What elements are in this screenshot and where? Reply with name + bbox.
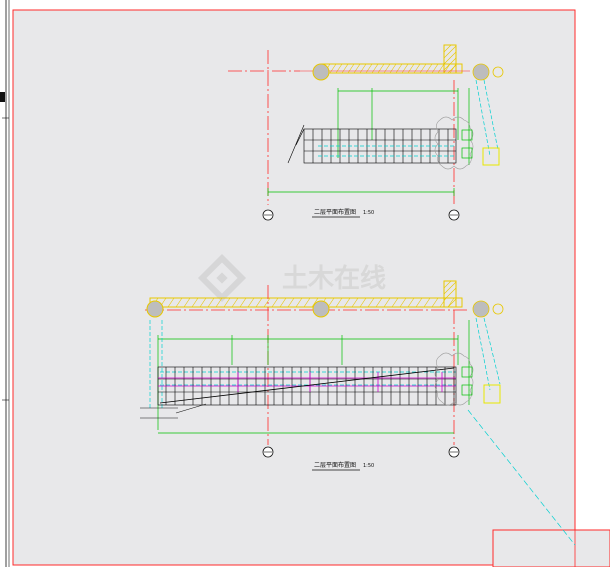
drawing-border xyxy=(12,9,576,566)
leader-line xyxy=(175,403,207,414)
cyan-guides xyxy=(318,79,499,157)
column-circle xyxy=(146,300,164,318)
brace-lines xyxy=(158,372,456,392)
left-tick xyxy=(0,92,5,102)
watermark: 土木在线 xyxy=(197,253,386,303)
wall-hatch-pattern-v xyxy=(443,280,457,308)
title-block xyxy=(492,529,610,567)
revision-cloud xyxy=(434,352,474,406)
column-circle xyxy=(312,300,330,318)
plan-top-title: 二层平面布置图 xyxy=(314,208,356,216)
axis-bubble-icon xyxy=(492,303,504,315)
cyan-diagonal xyxy=(467,409,576,546)
marker-box-small xyxy=(461,147,473,159)
plan-top: 二层平面布置图 1:50 xyxy=(228,44,504,221)
plan-bottom: 二层平面布置图 1:50 xyxy=(140,280,504,471)
wall-hatch-pattern-v xyxy=(443,44,457,74)
marker-box xyxy=(482,147,500,166)
plan-top-scale: 1:50 xyxy=(363,210,374,216)
wall-hatch-vertical xyxy=(443,44,457,74)
slope-beam xyxy=(159,367,455,404)
column-circle xyxy=(312,63,330,81)
axis-bubble-icon xyxy=(492,66,504,78)
column-circle xyxy=(472,63,490,81)
marker-box xyxy=(483,384,501,404)
column-circle xyxy=(472,300,490,318)
drawing-panel xyxy=(13,10,575,565)
marker-box-small xyxy=(461,366,473,378)
plan-bottom-title: 二层平面布置图 xyxy=(314,461,356,469)
marker-box-small xyxy=(461,129,473,141)
revision-cloud xyxy=(434,116,474,170)
watermark-text: 土木在线 xyxy=(282,264,386,294)
marker-box-small xyxy=(461,384,473,396)
plan-bottom-scale: 1:50 xyxy=(363,463,374,469)
